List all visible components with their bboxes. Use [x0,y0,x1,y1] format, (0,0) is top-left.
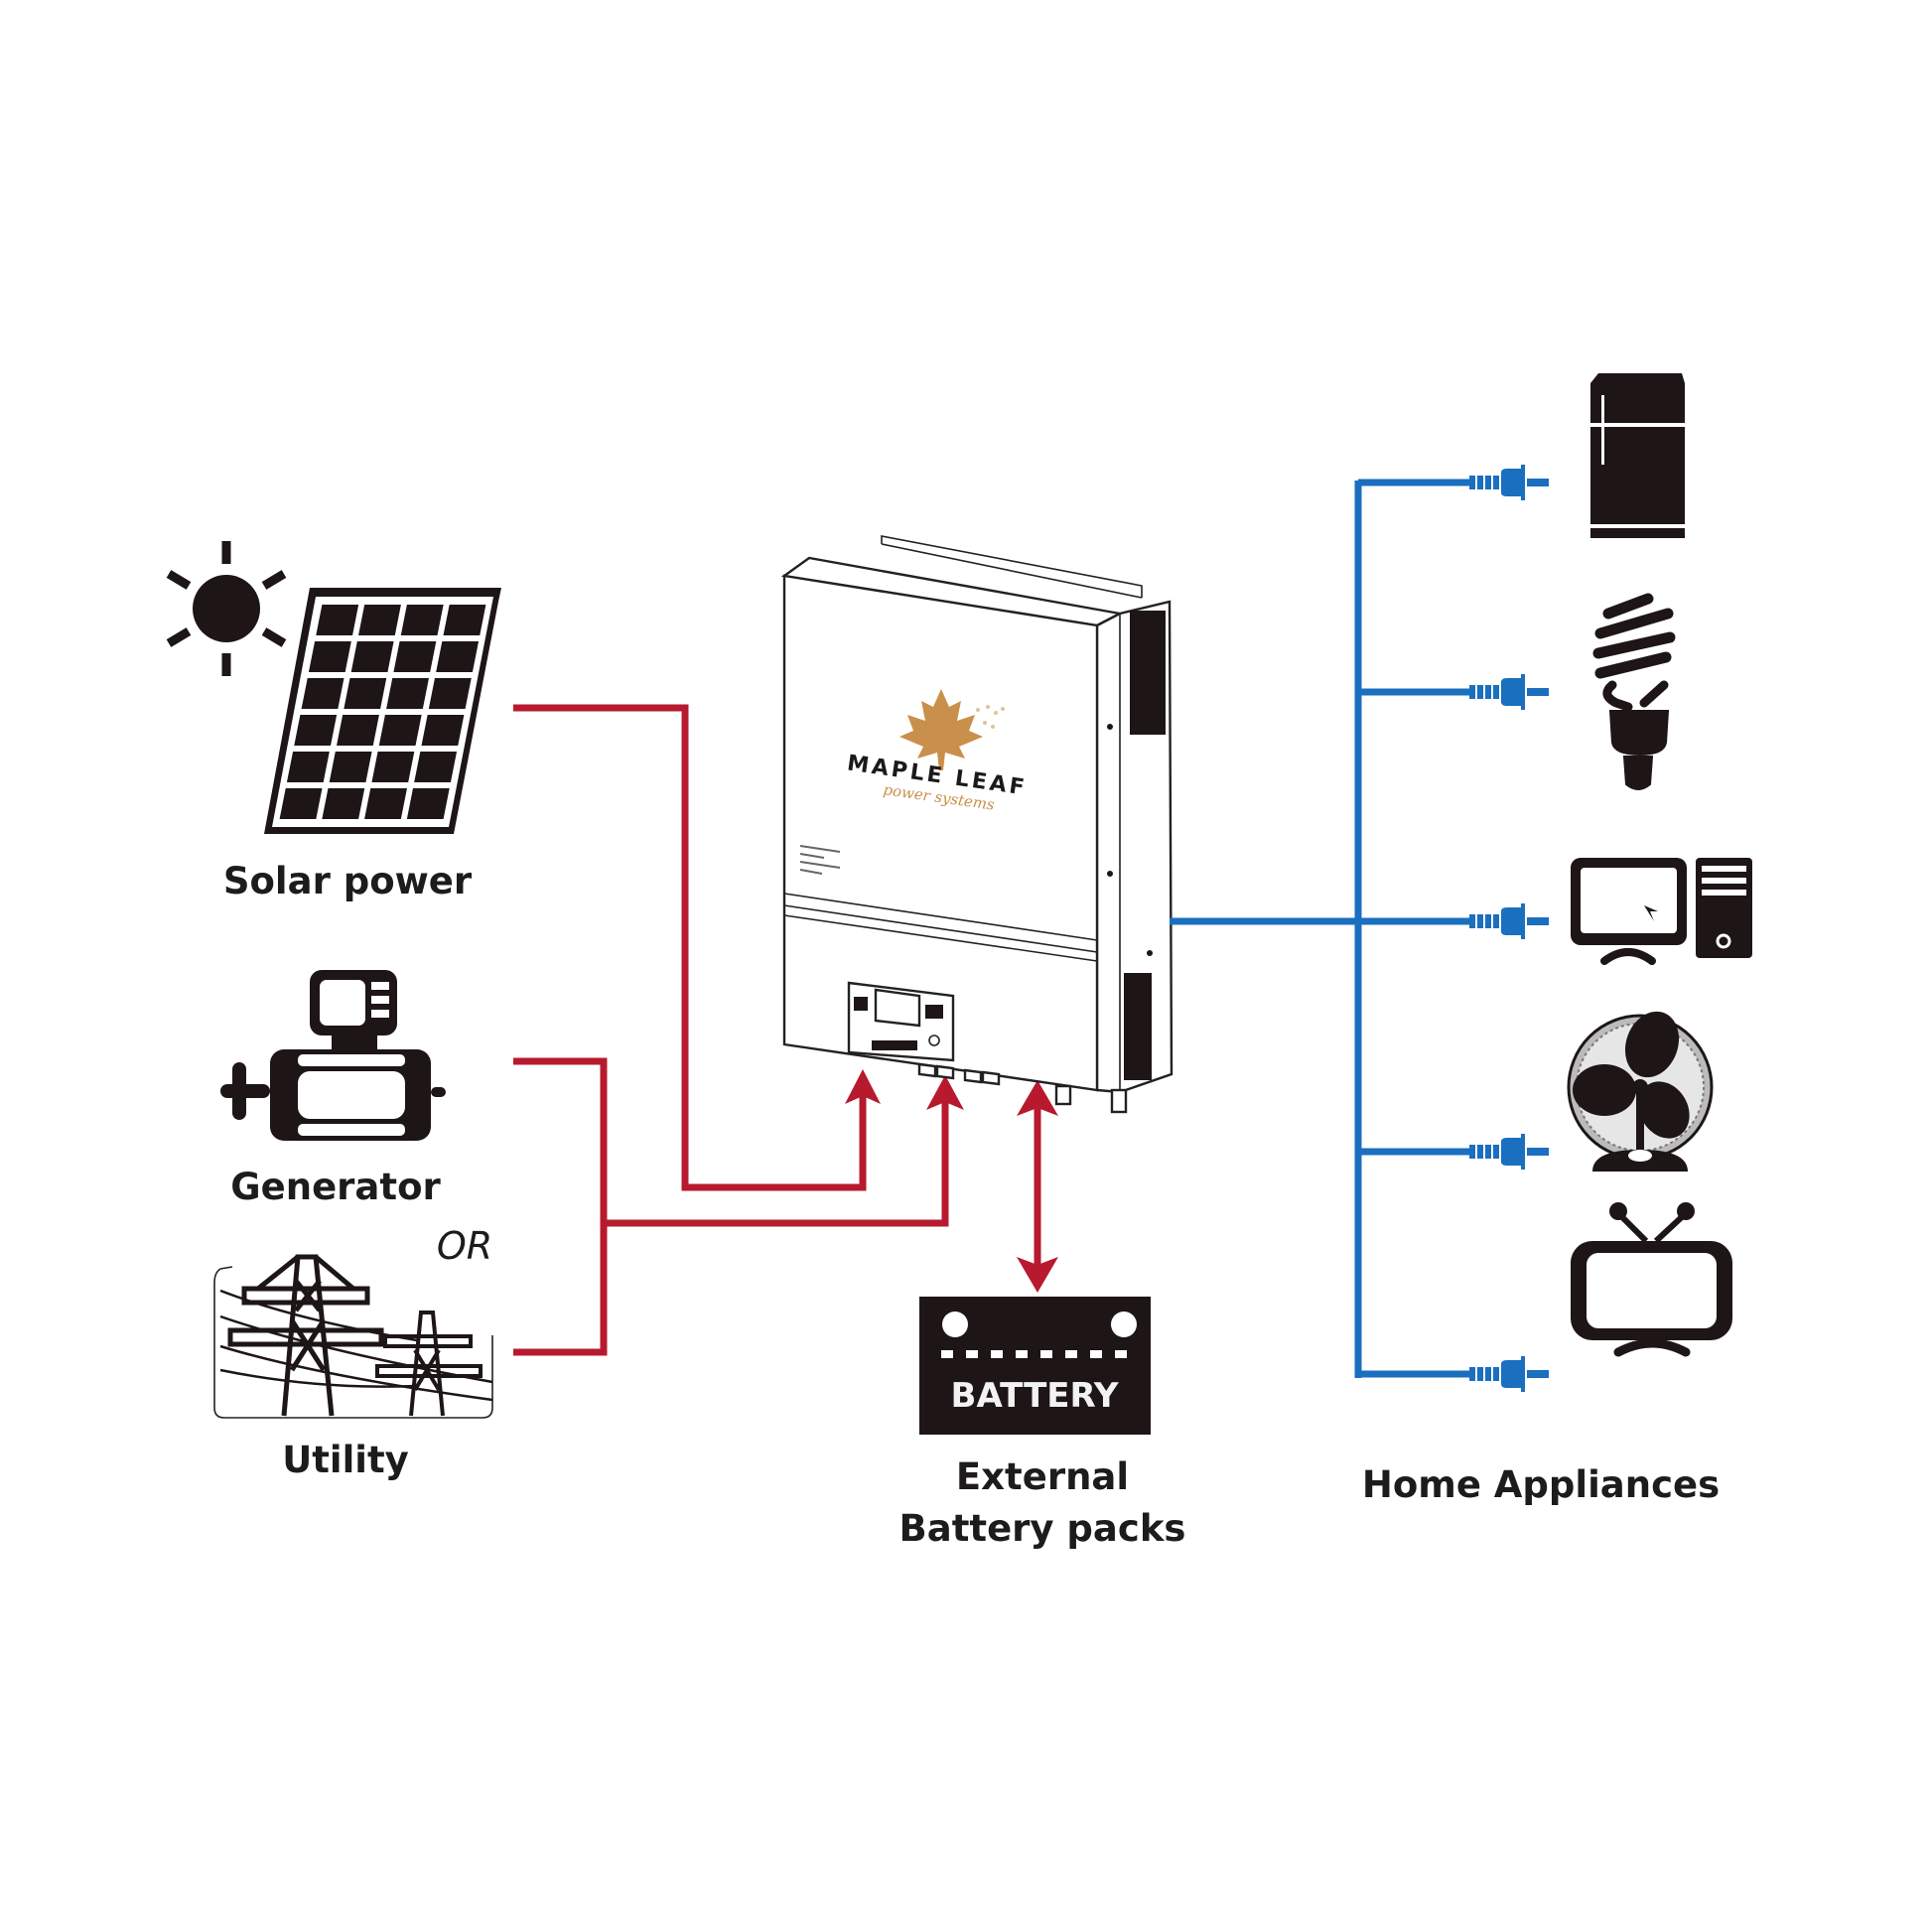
solar-cell [279,788,323,819]
loads: Home Appliances [1362,373,1752,1506]
solar-cell [393,641,437,672]
solar-cell [386,678,429,709]
solar-cell [329,752,372,782]
plug-icon [1448,674,1549,710]
battery-box-label: BATTERY [951,1376,1119,1416]
spec-label [799,845,841,875]
solar-cell [436,641,480,672]
solar-cell [301,678,345,709]
solar-cell [358,605,401,635]
generator-source: Generator [220,970,446,1208]
solar-cell [364,788,407,819]
battery-down-arrow-icon [1017,1257,1058,1293]
vent-bottom-icon [1124,973,1152,1080]
generator-label: Generator [230,1166,441,1208]
fan-icon [1567,1011,1714,1172]
solar-label: Solar power [223,860,473,902]
utility-label: Utility [282,1439,409,1481]
solar-cell [378,715,422,746]
utility-source: Utility [213,1254,493,1481]
function-keys [872,1040,917,1050]
solar-panel-icon [264,588,501,834]
solar-cell [406,788,450,819]
maple-leaf-icon [899,689,983,770]
solar-cell [286,752,330,782]
battery-caption-line1: External [956,1455,1129,1498]
panel-buttons [925,1005,943,1019]
power-tower-icon [213,1254,493,1419]
vent-top-icon [1130,611,1166,735]
solar-cell [443,605,486,635]
indicator-leds [854,997,868,1011]
solar-cell [316,605,359,635]
or-label: OR [437,1224,492,1268]
plug-icon [1448,1134,1549,1170]
solar-cell [344,678,387,709]
power-button [928,1035,940,1046]
control-panel [847,981,955,1062]
inverter: MAPLE LEAF power systems [780,535,1173,1114]
lcd-screen [874,988,921,1028]
battery: BATTERY External Battery packs [899,1297,1186,1550]
ac-to-inverter-wire [513,1057,949,1356]
refrigerator-icon [1590,373,1685,538]
solar-cell [371,752,415,782]
solar-cell [308,641,351,672]
solar-cell [322,788,365,819]
battery-up-arrow-icon [1017,1080,1058,1116]
solar-cell [294,715,338,746]
computer-icon [1571,858,1752,965]
solar-cell [337,715,379,746]
solar-input-arrow-icon [845,1069,881,1104]
solar-cell [414,752,458,782]
solar-cell [421,715,465,746]
solar-cell [400,605,444,635]
tv-icon [1571,1202,1732,1357]
ac-input-arrow-icon [926,1075,964,1110]
terminals [917,1062,1128,1114]
solar-source: Solar power [166,541,501,902]
solar-to-inverter-wire [513,704,867,1191]
solar-cell [350,641,394,672]
solar-cell [428,678,472,709]
generator-icon [220,970,446,1141]
battery-caption-line2: Battery packs [899,1507,1186,1550]
output-wires [1170,465,1549,1392]
sun-icon [166,541,287,676]
plug-icon [1448,903,1549,939]
plug-icon [1448,1356,1549,1392]
input-wires [513,704,1058,1356]
plug-icon [1448,465,1549,500]
light-bulb-icon [1592,593,1676,790]
loads-label: Home Appliances [1362,1463,1720,1506]
